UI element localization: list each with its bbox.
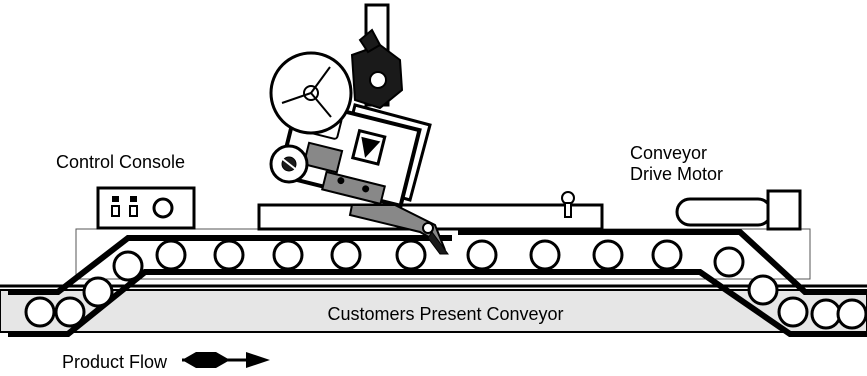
- conveyor-belt: [8, 229, 867, 337]
- conveyor-roller: [713, 246, 745, 278]
- product-flow-label: Product Flow: [62, 352, 168, 372]
- conveyor-roller: [155, 239, 187, 271]
- customers-present-conveyor-label: Customers Present Conveyor: [327, 304, 564, 324]
- conveyor-roller: [112, 250, 144, 282]
- conveyor-drive-motor-label-line1: Conveyor: [630, 143, 708, 163]
- conveyor-roller: [330, 239, 362, 271]
- control-console-label: Control Console: [56, 152, 186, 172]
- conveyor-roller: [529, 239, 561, 271]
- conveyor-roller: [466, 239, 498, 271]
- conveyor-roller: [82, 276, 114, 308]
- conveyor-roller: [213, 239, 245, 271]
- table-knob: [561, 191, 575, 218]
- product-flow-arrow: [182, 352, 270, 368]
- conveyor-roller: [747, 274, 779, 306]
- conveyor-roller: [592, 239, 624, 271]
- control-console: [96, 186, 196, 230]
- conveyor-roller: [272, 239, 304, 271]
- conveyor-drive-motor-label: Conveyor Drive Motor: [630, 143, 723, 185]
- conveyor-roller: [777, 296, 809, 328]
- conveyor-drive-motor: [675, 189, 802, 231]
- conveyor-drive-motor-label-line2: Drive Motor: [630, 164, 724, 184]
- conveyor-roller: [54, 296, 86, 328]
- conveyor-roller: [24, 296, 56, 328]
- conveyor-roller: [395, 239, 427, 271]
- conveyor-rollers: [24, 239, 867, 330]
- customers-present-conveyor-label-wrap: Customers Present Conveyor: [0, 304, 867, 325]
- label-applicator-machine: [269, 3, 449, 255]
- conveyor-roller: [651, 239, 683, 271]
- conveyor-roller: [836, 298, 867, 330]
